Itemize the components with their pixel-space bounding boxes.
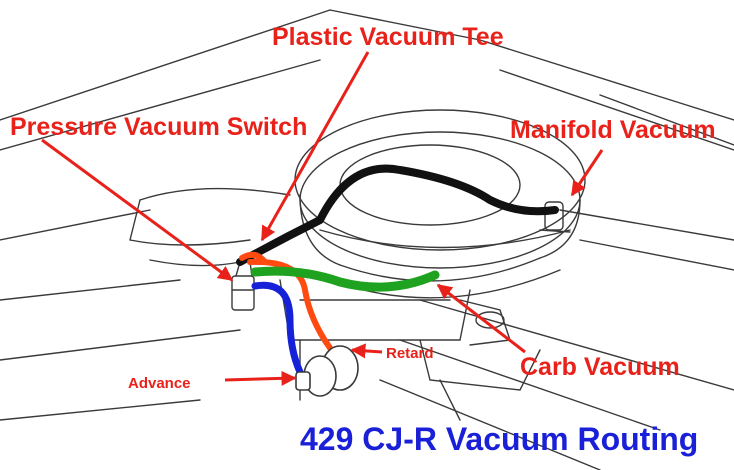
label-plastic-vacuum-tee: Plastic Vacuum Tee [272,23,504,51]
label-carb-vacuum: Carb Vacuum [520,353,680,381]
label-retard: Retard [386,345,434,362]
pointer-arrows [41,51,604,386]
diagram-title: 429 CJ-R Vacuum Routing [300,421,698,457]
orange-hose-retard [247,258,333,351]
engine-sketch [0,9,734,470]
orange-hose-upper [239,251,268,265]
arrow-advance [224,370,297,386]
arrow-plastic-tee [260,51,370,242]
green-hose-carb [250,266,440,292]
label-manifold-vacuum: Manifold Vacuum [510,116,716,144]
arrow-carb-vacuum [436,283,526,354]
arrow-pressure-switch [41,138,234,282]
label-advance: Advance [128,375,191,392]
vacuum-advance-canister [295,345,359,397]
black-hose [236,164,559,266]
label-pressure-vacuum-switch: Pressure Vacuum Switch [10,113,307,141]
blue-hose-advance [251,281,304,376]
arrow-manifold-vacuum [570,149,604,197]
vacuum-hoses [236,164,559,376]
arrow-retard [350,343,383,359]
